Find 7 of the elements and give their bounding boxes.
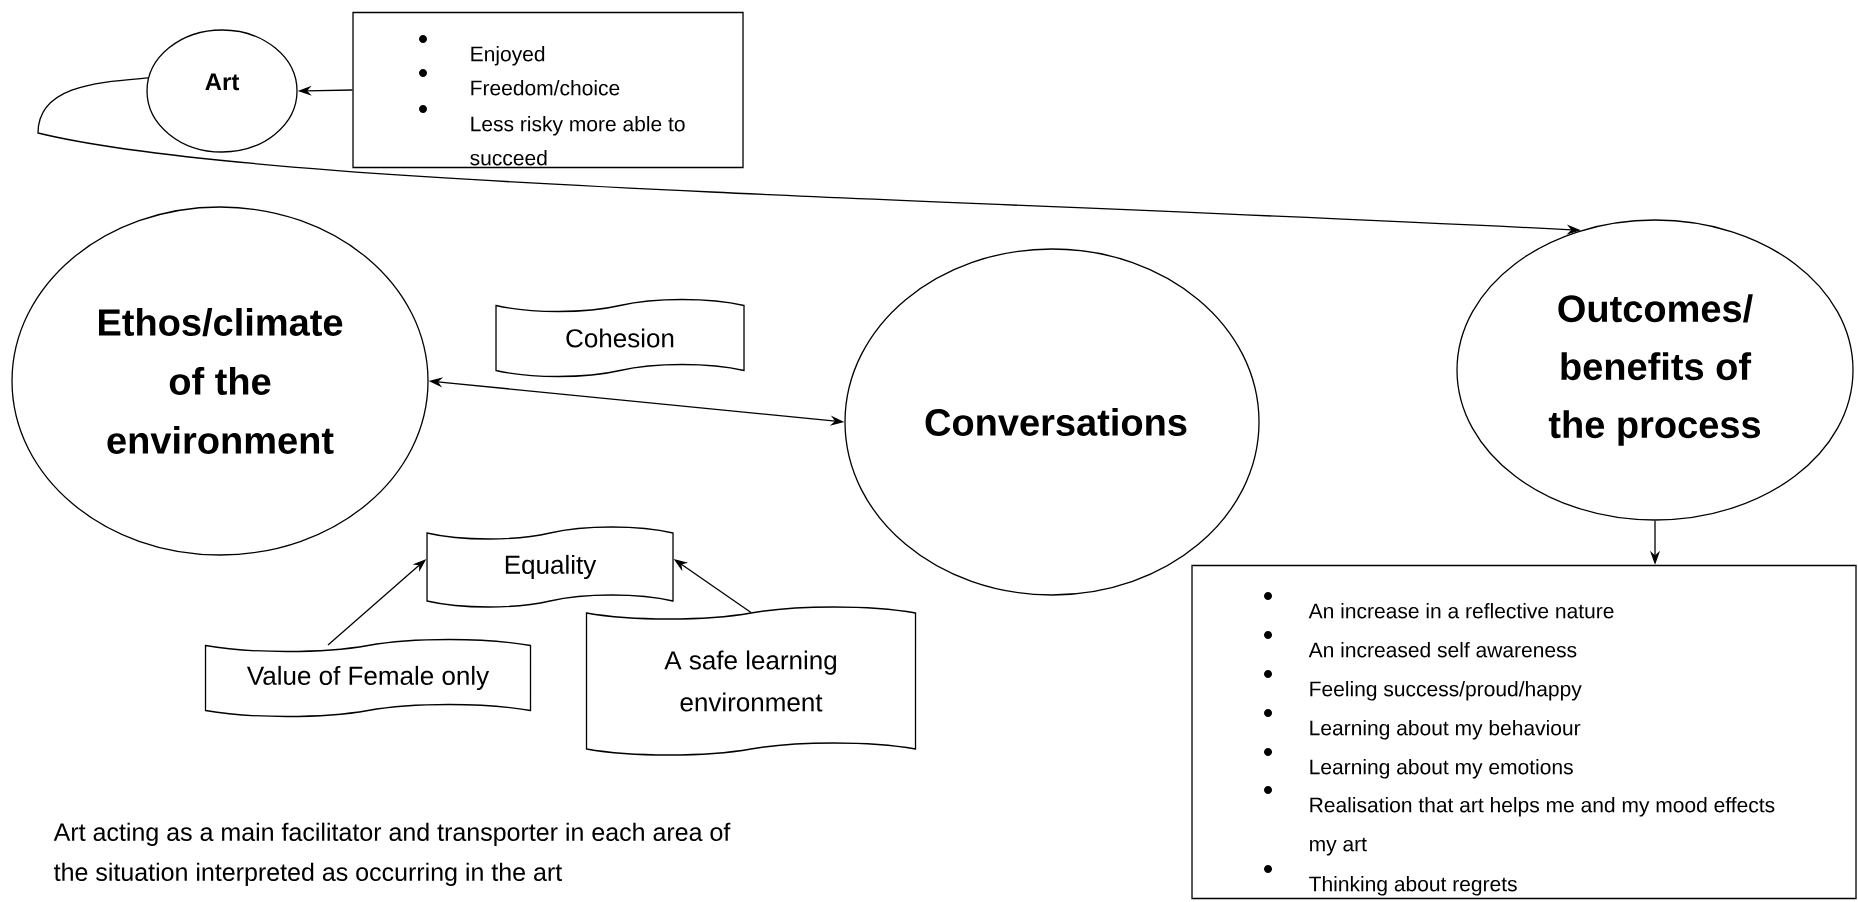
ellipse-node: Conversations [844, 248, 1260, 596]
bullet-list-box: Enjoyed Freedom/choice Less risky more able to succeed [352, 11, 744, 169]
ellipse-node: Outcomes/ benefits of the process [1456, 219, 1854, 521]
ellipse-node: Ethos/climate of the environment [11, 206, 429, 556]
note-text: Art acting as a main facilitator and transporter in each area of the situation interpreted as occurring in the art [53, 822, 731, 886]
bullet-list-box: An increase in a reflective nature An increased self awareness Feeling success/proud/happy Learning about my behaviour Learning about my emotions Realisation that art helps me and my mood effects my art Thinking about regrets [1191, 564, 1857, 900]
ellipse-node: Art [146, 29, 298, 153]
